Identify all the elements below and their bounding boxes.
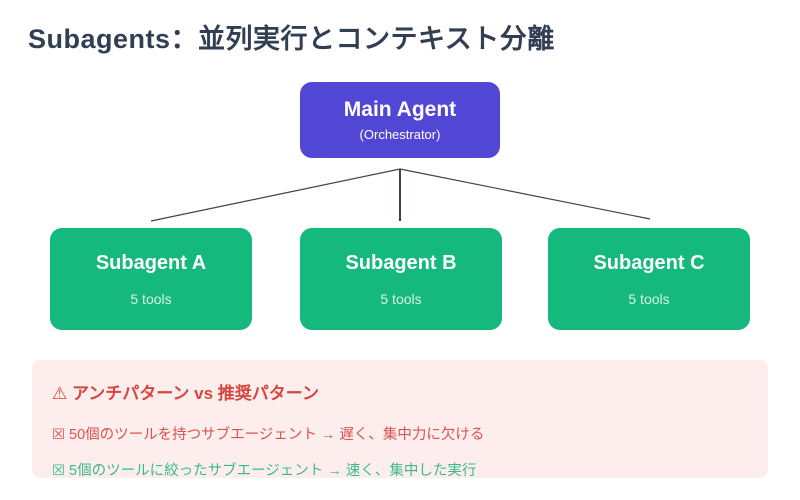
main-agent-label: Main Agent [343, 98, 457, 121]
recommended-pattern-line: ☒ 5個のツールに絞ったサブエージェント → 速く、集中した実行 [52, 463, 477, 479]
warning-heading: ⚠ アンチパターン vs 推奨パターン [52, 384, 319, 403]
subagent-b-tools: 5 tools [380, 290, 422, 307]
subagent-c-node: Subagent C 5 tools [548, 228, 750, 330]
subagent-a-label: Subagent A [95, 251, 207, 274]
page-title: Subagents：並列実行とコンテキスト分離 [28, 24, 555, 54]
subagent-a-node: Subagent A 5 tools [50, 228, 252, 330]
main-agent-node: Main Agent (Orchestrator) [300, 82, 500, 158]
subagent-b-node: Subagent B 5 tools [300, 228, 502, 330]
connector-right [399, 168, 651, 220]
main-agent-sublabel: (Orchestrator) [359, 127, 441, 142]
subagent-a-tools: 5 tools [130, 290, 172, 307]
subagent-c-tools: 5 tools [628, 290, 670, 307]
subagent-c-label: Subagent C [593, 251, 705, 274]
connector-left [150, 168, 401, 222]
warning-panel: ⚠ アンチパターン vs 推奨パターン ☒ 50個のツールを持つサブエージェント… [32, 360, 768, 479]
subagent-b-label: Subagent B [345, 251, 457, 274]
anti-pattern-line: ☒ 50個のツールを持つサブエージェント → 遅く、集中力に欠ける [52, 427, 485, 443]
